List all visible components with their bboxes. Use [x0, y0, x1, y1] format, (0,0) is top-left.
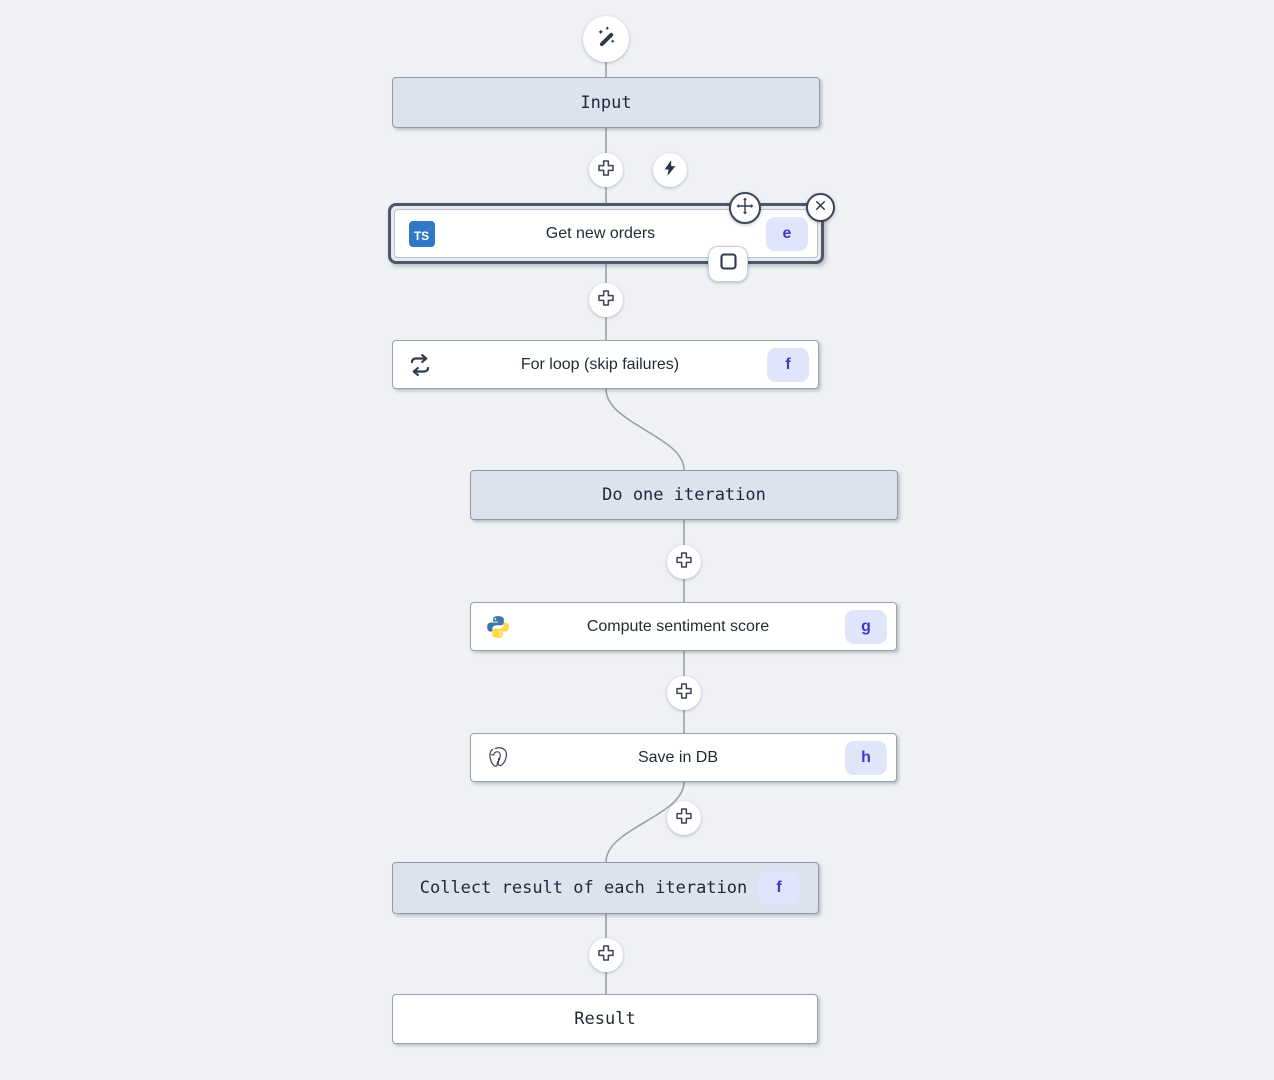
lightning-bolt-icon — [661, 159, 679, 182]
delete-node-button[interactable] — [806, 193, 835, 222]
plus-icon — [596, 288, 616, 313]
node-id-badge: h — [845, 740, 887, 775]
plus-icon — [674, 806, 694, 831]
node-do-one-iteration[interactable]: Do one iteration — [470, 470, 898, 520]
node-label: Save in DB — [637, 748, 719, 766]
node-id-badge: f — [758, 871, 800, 905]
insert-step-button[interactable] — [589, 938, 623, 972]
plus-icon — [674, 550, 694, 575]
insert-trigger-button[interactable] — [653, 153, 687, 187]
typescript-icon: TS — [408, 220, 435, 247]
node-save-in-db[interactable]: Save in DB h — [470, 733, 897, 782]
node-id-badge: f — [767, 347, 809, 382]
close-icon — [813, 198, 828, 218]
magic-wand-icon — [593, 24, 619, 55]
insert-step-button[interactable] — [589, 153, 623, 187]
node-label: Do one iteration — [602, 485, 766, 505]
early-stop-button[interactable] — [708, 246, 748, 282]
stop-square-icon — [718, 251, 739, 277]
node-label: Collect result of each iteration — [419, 878, 748, 898]
flow-trigger-button[interactable] — [583, 16, 629, 62]
insert-step-button[interactable] — [667, 801, 701, 835]
node-id-badge: g — [845, 609, 887, 644]
plus-icon — [596, 158, 616, 183]
loop-icon — [406, 351, 433, 378]
python-icon — [484, 613, 511, 640]
node-input[interactable]: Input — [392, 77, 820, 128]
insert-step-button[interactable] — [589, 283, 623, 317]
postgresql-icon — [484, 744, 511, 771]
node-compute-sentiment-score[interactable]: Compute sentiment score g — [470, 602, 897, 651]
node-label: Compute sentiment score — [586, 617, 770, 635]
plus-icon — [674, 681, 694, 706]
move-node-handle[interactable] — [729, 192, 761, 224]
insert-step-button[interactable] — [667, 676, 701, 710]
node-label: Result — [574, 1009, 636, 1029]
node-for-loop[interactable]: For loop (skip failures) f — [392, 340, 819, 389]
plus-icon — [596, 943, 616, 968]
move-icon — [735, 196, 755, 221]
node-id-badge: e — [766, 216, 808, 251]
insert-step-button[interactable] — [667, 545, 701, 579]
node-label: Get new orders — [545, 224, 656, 242]
node-label: Input — [580, 92, 632, 113]
node-result[interactable]: Result — [392, 994, 818, 1044]
node-collect-result[interactable]: Collect result of each iteration f — [392, 862, 819, 914]
node-label: For loop (skip failures) — [520, 355, 680, 373]
